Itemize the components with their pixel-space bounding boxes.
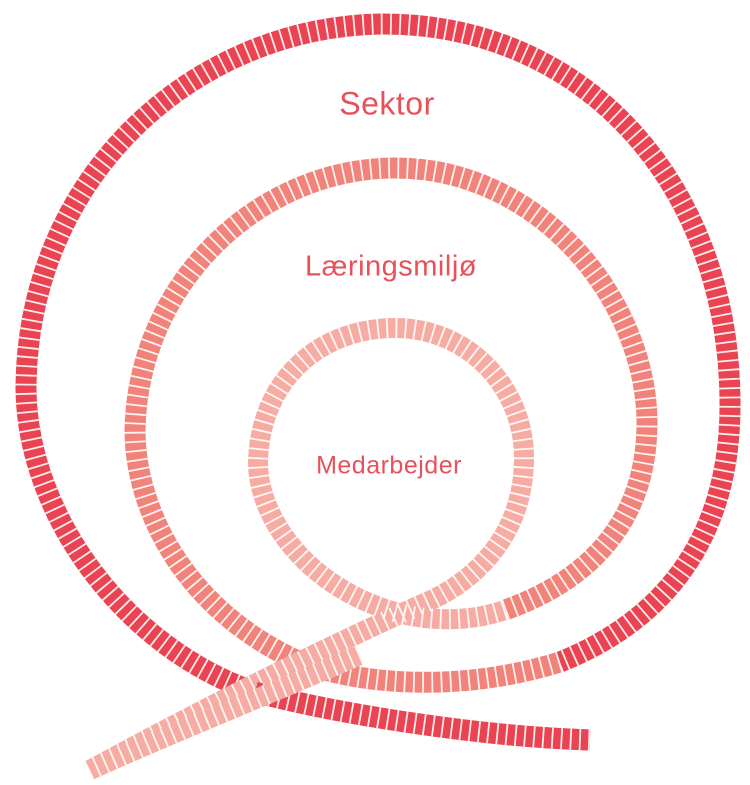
rope-tail-sektor — [255, 692, 590, 740]
ring-label-sektor: Sektor — [339, 86, 434, 123]
ring-label-laeringsmiljo: Læringsmiljø — [305, 251, 477, 284]
ring-label-medarbejder: Medarbejder — [316, 452, 462, 481]
